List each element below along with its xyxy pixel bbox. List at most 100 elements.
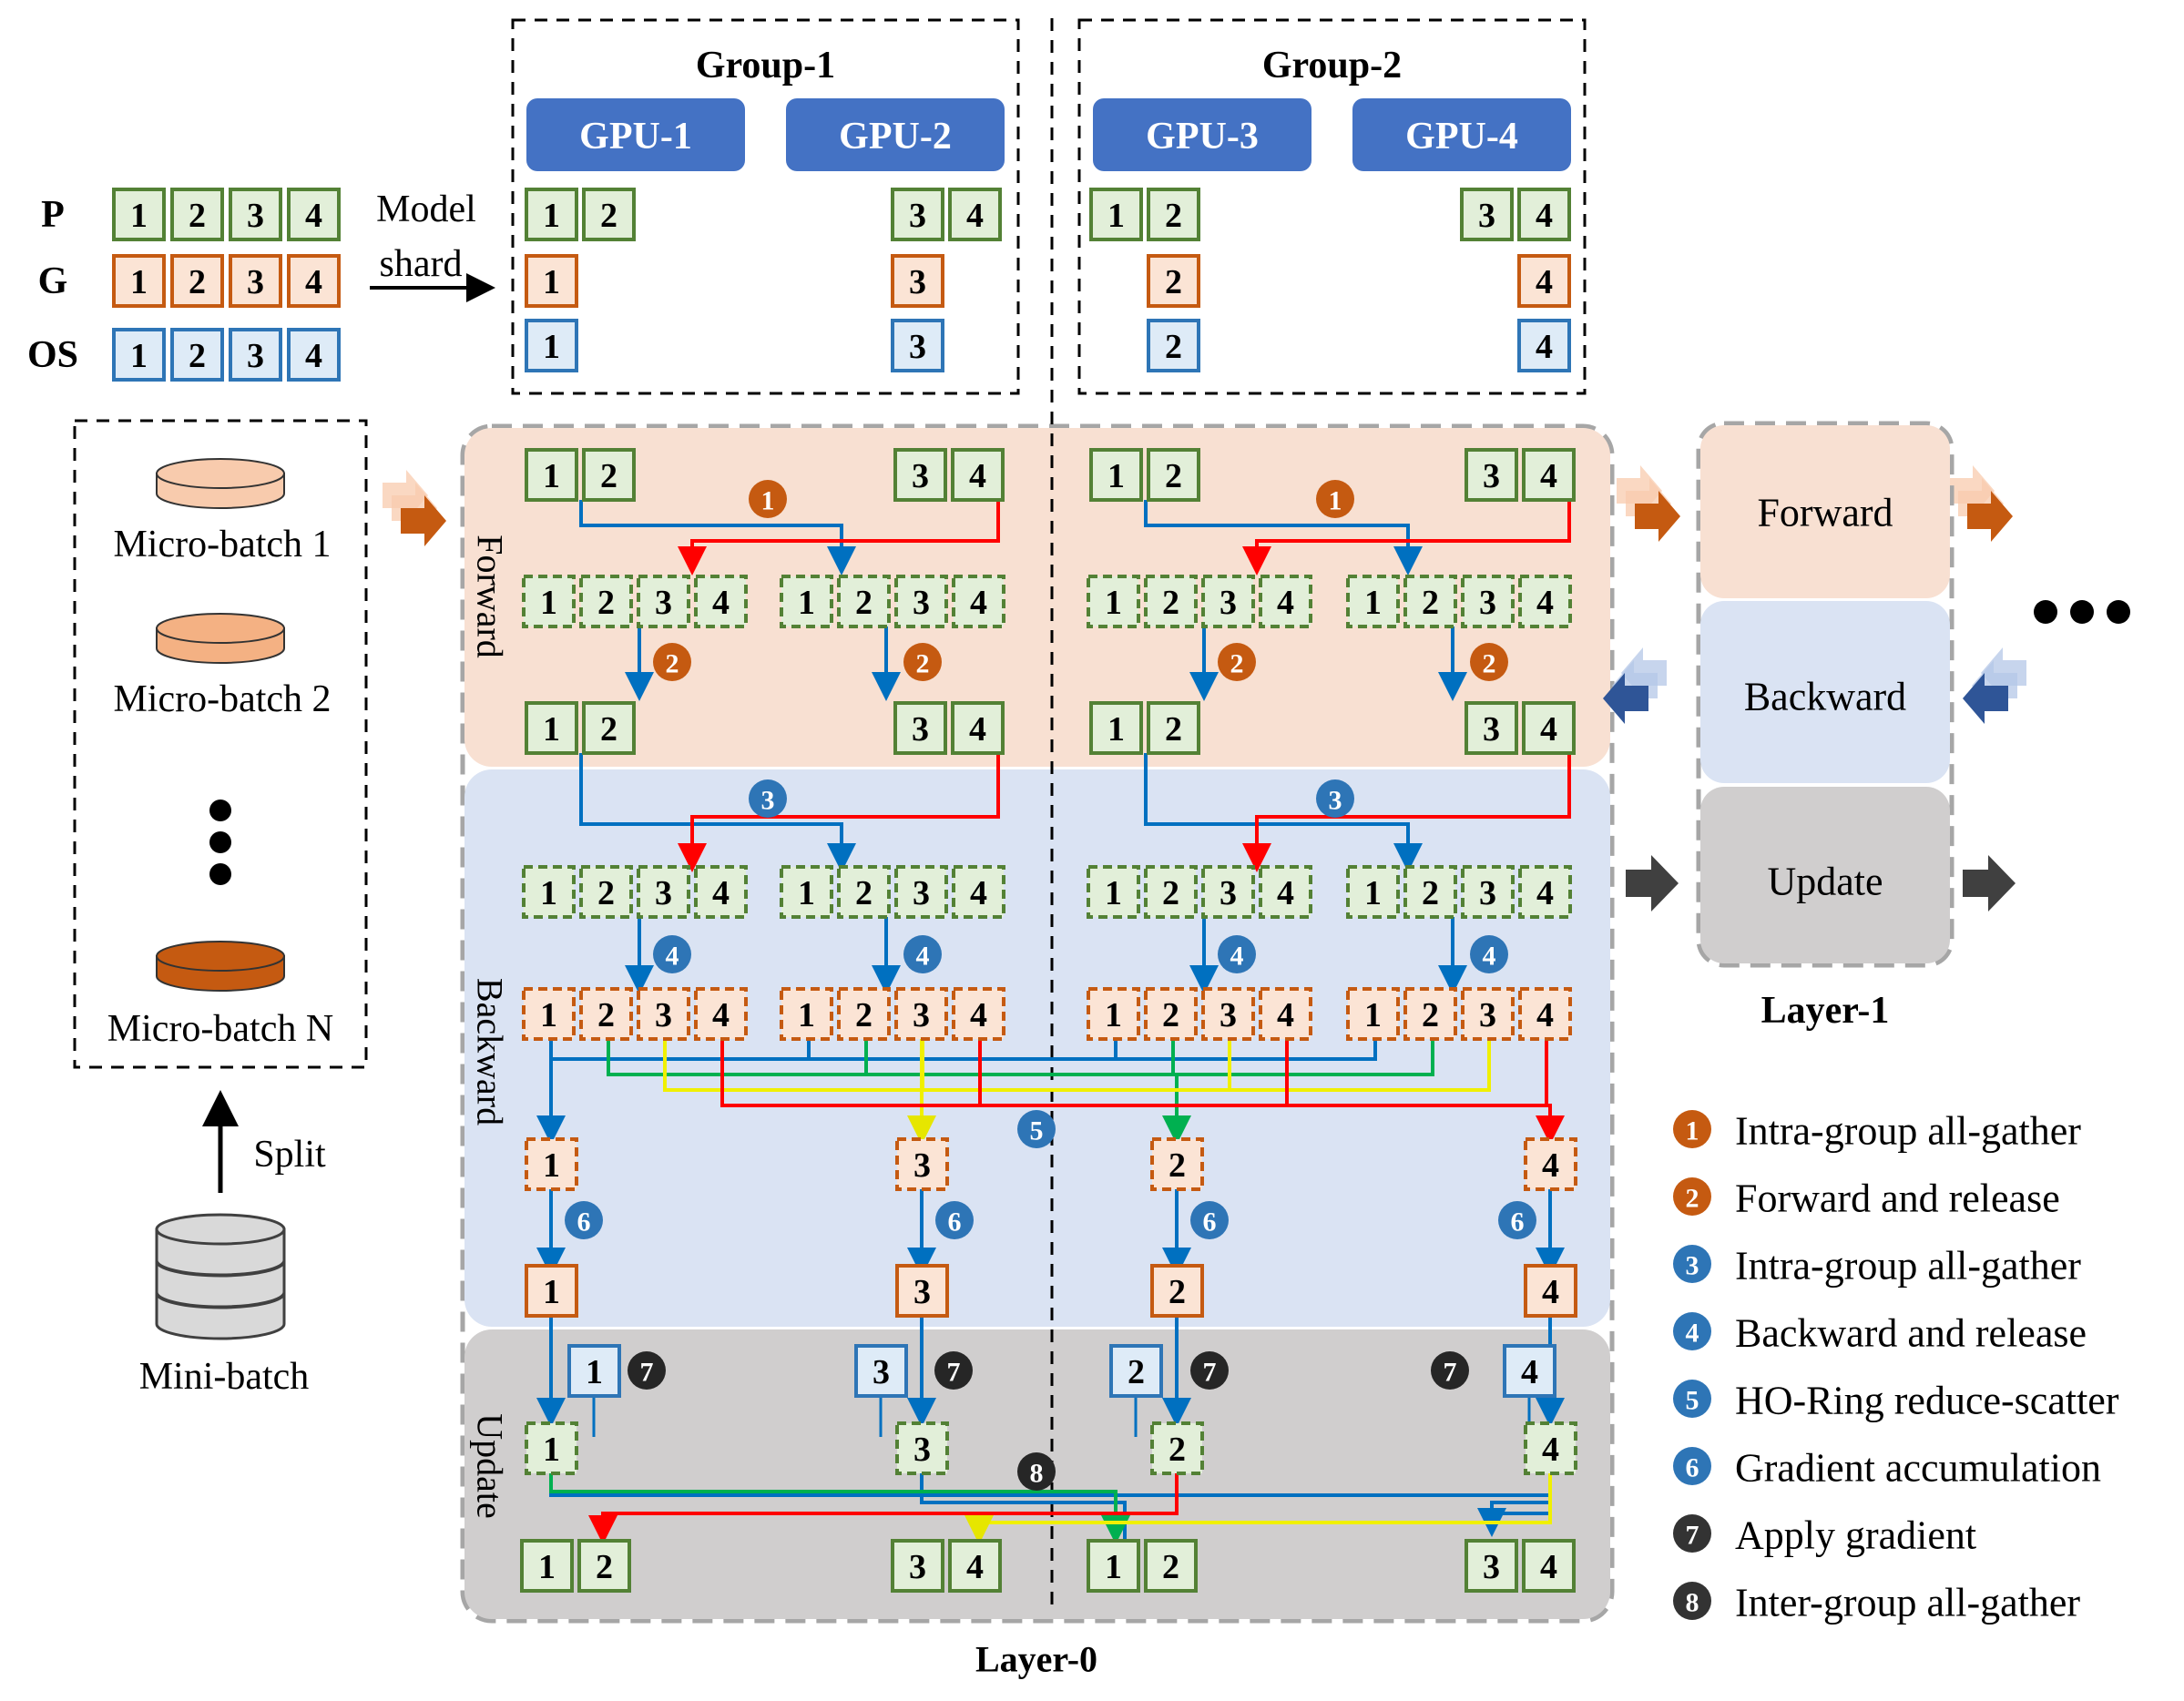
forward-gathered-param: 1 [1346, 575, 1400, 628]
shard-cell-label: 3 [247, 263, 264, 301]
backward-gathered-param: 3 [894, 865, 948, 919]
shard-cell-label: 4 [969, 457, 986, 495]
backward-phase-panel [464, 769, 1610, 1327]
forward-gathered-param: 1 [780, 575, 833, 628]
shard-cell-label: 3 [655, 996, 672, 1034]
legend-text: Intra-group all-gather [1735, 1244, 2081, 1288]
step-badge-number: 7 [1203, 1358, 1217, 1388]
shard-cell-box [637, 865, 690, 919]
step-badge-grad-accumulation: 6 [1498, 1201, 1536, 1239]
group-box [511, 18, 1020, 395]
shard-cell-label: 3 [913, 996, 930, 1034]
shard-cell-box [1518, 575, 1572, 628]
shard-cell-box [1150, 1421, 1204, 1475]
step-badge-backward-release: 4 [903, 935, 942, 973]
step-badge-number: 8 [1030, 1459, 1044, 1489]
ellipsis-dot [209, 800, 231, 821]
forward-out-arrow [1617, 465, 1680, 542]
shard-cell-box [891, 1539, 944, 1593]
shard-cell-label: 4 [712, 584, 730, 622]
shard-cell-label: 1 [1364, 996, 1382, 1034]
layer1-forward-label: Forward [1757, 491, 1893, 535]
step-badge-forward-release: 2 [903, 643, 942, 681]
backward-full-grad: 3 [1201, 987, 1255, 1041]
gpu-os-shard: 2 [1147, 319, 1200, 372]
backward-gathered-param: 4 [1259, 865, 1312, 919]
all-gather-yellow [964, 1473, 1552, 1544]
shard-cell-label: 3 [913, 874, 930, 912]
gpu-label: GPU-2 [839, 116, 952, 158]
more-layers-dot [2107, 600, 2130, 624]
shard-cell-label: 4 [305, 263, 322, 301]
shard-cell-label: 2 [1128, 1353, 1145, 1391]
shard-cell-label: 1 [1105, 996, 1122, 1034]
shard-cell-box [1517, 319, 1571, 372]
shard-cell-box [1150, 1137, 1204, 1191]
layer1-update-panel [1700, 787, 1950, 963]
final-param-pair: 4 [948, 1539, 1002, 1593]
step-badge-number: 6 [948, 1207, 962, 1238]
backward-gathered-param: 2 [1403, 865, 1457, 919]
step-badge-circle [565, 1201, 603, 1239]
step-badge-apply-gradient: 7 [1190, 1351, 1229, 1390]
shard-cell-label: 4 [1542, 1146, 1559, 1185]
step-badge-forward-release: 2 [1470, 643, 1508, 681]
shard-cell-box [1461, 987, 1515, 1041]
shard-cell-box [1147, 448, 1200, 502]
step-badge-apply-gradient: 7 [628, 1351, 666, 1390]
forward-released-param: 2 [1147, 701, 1200, 755]
forward-gathered-param: 3 [1461, 575, 1515, 628]
backward-full-grad: 2 [1144, 987, 1198, 1041]
backward-gathered-param: 3 [1201, 865, 1255, 919]
shard-cell-box [1087, 865, 1140, 919]
flow-arrow [579, 753, 856, 872]
step-badge-backward-release: 4 [653, 935, 691, 973]
step-badge-intra-gather: 3 [1316, 779, 1354, 818]
shard-cell-box [1524, 1421, 1577, 1475]
shard-cell-label: 2 [189, 337, 206, 375]
shard-cell-label: 4 [1521, 1353, 1538, 1391]
shard-cell-box [170, 254, 224, 308]
shard-cell-box [948, 188, 1002, 241]
shard-cell-label: 4 [970, 874, 987, 912]
layer1-forward-panel [1700, 425, 1950, 598]
state-row-label: OS [27, 334, 78, 376]
reduced-grad-shard: 4 [1524, 1137, 1577, 1191]
shard-cell-box [522, 865, 576, 919]
forward-param-pair: 3 [893, 448, 947, 502]
shard-cell-label: 2 [1169, 1273, 1186, 1311]
gpu-param-shard: 2 [1147, 188, 1200, 241]
step-badge-number: 4 [1230, 942, 1244, 972]
flow-arrow [1242, 753, 1571, 872]
shard-cell-box [893, 448, 947, 502]
step-badge-number: 7 [1686, 1521, 1699, 1551]
step-badge-number: 2 [1483, 649, 1496, 679]
gpu-button [526, 98, 745, 171]
legend-text: Backward and release [1735, 1311, 2087, 1356]
shard-cell-label: 4 [1536, 874, 1554, 912]
shard-cell-label: 1 [540, 584, 557, 622]
shard-cell-label: 4 [969, 710, 986, 749]
shard-cell-box [579, 987, 633, 1041]
backward-full-grad: 3 [637, 987, 690, 1041]
split-label: Split [253, 1134, 326, 1176]
gpu-button [1093, 98, 1311, 171]
backward-full-grad: 4 [694, 987, 748, 1041]
reduce-scatter-yellow [663, 1039, 1491, 1092]
forward-released-param: 2 [582, 701, 636, 755]
shard-cell-label: 2 [189, 263, 206, 301]
state-row-cell: 4 [287, 254, 341, 308]
shard-cell-label: 4 [1542, 1431, 1559, 1469]
optimizer-state-shard: 2 [1109, 1344, 1163, 1398]
gpu-grad-shard: 2 [1147, 254, 1200, 308]
state-row-cell: 3 [229, 188, 282, 241]
forward-gathered-param: 1 [1087, 575, 1140, 628]
shard-cell-box [112, 328, 166, 382]
shard-cell-label: 4 [1540, 710, 1557, 749]
backward-next-arrow [1963, 647, 2026, 724]
micro-batch-1-icon [156, 458, 285, 509]
backward-gathered-param: 4 [1518, 865, 1572, 919]
step-badge-circle [653, 643, 691, 681]
shard-cell-box [1503, 1344, 1556, 1398]
shard-cell-label: 1 [130, 197, 148, 235]
